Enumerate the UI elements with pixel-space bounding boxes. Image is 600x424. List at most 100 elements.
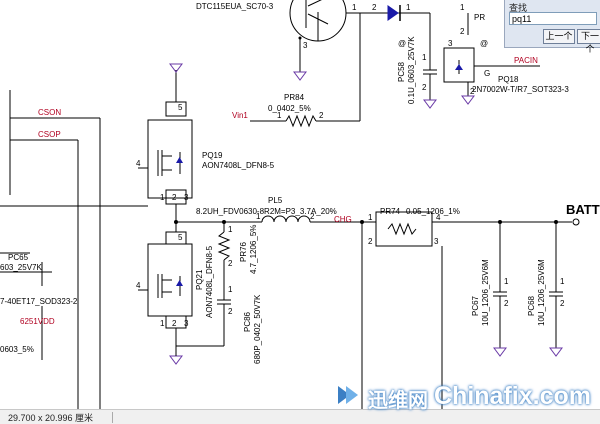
pl5-pin1: 1 <box>256 212 261 221</box>
pacin-net: PACIN <box>514 56 538 65</box>
pc67-value: 10U_1206_25V6M <box>481 259 490 326</box>
vdd-net: 6251VDD <box>20 317 55 326</box>
pq21-pin1: 1 <box>160 319 165 328</box>
pq19-pin2: 2 <box>172 193 177 202</box>
ground-symbol <box>293 71 307 81</box>
ground-symbol <box>549 347 563 357</box>
pq18-ref: PQ18 <box>498 75 519 84</box>
pr84-resistor <box>285 114 317 128</box>
pc68-ref: PC68 <box>527 295 536 316</box>
pq19-ref: PQ19 <box>202 151 223 160</box>
find-input[interactable] <box>509 12 597 25</box>
pq21-pin4: 4 <box>136 281 141 290</box>
watermark-cn: 迅维网 <box>368 390 428 412</box>
status-divider <box>112 412 113 423</box>
pr76-value: 4.7_1206_5% <box>249 225 258 274</box>
pl5-value: 8.2UH_FDV0630-8R2M=P3_3.7A_20% <box>196 207 337 216</box>
q-top-pin3: 3 <box>303 41 308 50</box>
pc86-pin1: 1 <box>228 285 233 294</box>
ground-symbol <box>169 63 183 73</box>
pc65-value: 603_25V7K <box>0 263 42 272</box>
find-dialog: 查找 上一个 下一个 <box>504 0 600 54</box>
pr74-pin1: 1 <box>368 213 373 222</box>
pc65-ref: PC65 <box>8 253 29 262</box>
pr74-pin3: 3 <box>434 237 439 246</box>
page-dimensions: 29.700 x 20.996 厘米 <box>8 413 94 423</box>
find-dialog-title: 查找 <box>509 3 528 13</box>
pr74-pin4: 4 <box>436 213 441 222</box>
pc58-pin1: 1 <box>422 53 427 62</box>
pr84-pin2: 2 <box>319 111 324 120</box>
pq21-pin3: 3 <box>184 319 189 328</box>
pq18-g: G <box>484 69 490 78</box>
q-top-name: DTC115EUA_SC70-3 <box>196 2 274 11</box>
pr74-sense-resistor <box>375 211 433 247</box>
find-next-button[interactable]: 下一个 <box>577 29 600 54</box>
watermark: 迅维网 Chinafix.com <box>330 380 600 418</box>
pl5-inductor <box>261 215 311 223</box>
pq19-pin4: 4 <box>136 159 141 168</box>
pq21-ref: PQ21 <box>195 269 204 290</box>
pr84-value: 0_0402_5% <box>268 104 311 113</box>
diode-pin1: 1 <box>406 3 411 12</box>
chinafix-logo-icon <box>338 386 358 404</box>
pc68-pin2: 2 <box>560 299 565 308</box>
status-bar: 29.700 x 20.996 厘米 <box>0 409 600 424</box>
batt-terminal <box>572 218 580 226</box>
pq19-pin1: 1 <box>160 193 165 202</box>
pl5-pin2: 2 <box>310 212 315 221</box>
cson-net: CSON <box>38 108 61 117</box>
res-left-value: 0603_5% <box>0 345 34 354</box>
pc67-ref: PC67 <box>471 295 480 316</box>
pr74-ref: PR74 <box>380 207 401 216</box>
pq19-mosfet <box>147 119 193 199</box>
pr-ref: PR <box>474 13 485 22</box>
pc58-ref: PC58 <box>397 61 406 82</box>
diode-left-value: 7-40ET17_SOD323-2 <box>0 297 78 306</box>
pq18-pin2: 2 <box>470 87 475 96</box>
pc68-pin1: 1 <box>560 277 565 286</box>
ground-symbol <box>461 95 475 105</box>
pc68-value: 10U_1206_25V6M <box>537 259 546 326</box>
pc58-value: 0.1U_0603_25V7K <box>407 36 416 104</box>
pq21-pin2: 2 <box>172 319 177 328</box>
svg-text:@: @ <box>398 39 406 48</box>
pr76-pin2: 2 <box>228 259 233 268</box>
watermark-en: Chinafix.com <box>434 382 591 410</box>
pq19-value: AON7408L_DFN8-5 <box>202 161 275 170</box>
pc86-pin2: 2 <box>228 307 233 316</box>
pr84-pin1: 1 <box>277 111 282 120</box>
ground-symbol <box>423 99 437 109</box>
pc67-pin2: 2 <box>504 299 509 308</box>
pq21-value: AON7408L_DFN8-5 <box>205 245 214 318</box>
pq21-pin5: 5 <box>178 233 183 242</box>
chg-net: CHG <box>334 215 352 224</box>
find-prev-button[interactable]: 上一个 <box>543 29 575 44</box>
batt-net: BATT <box>566 202 600 217</box>
pr-pin1: 1 <box>460 3 465 12</box>
pq19-pin5: 5 <box>178 103 183 112</box>
pc58-pin2: 2 <box>422 83 427 92</box>
pc86-value: 680P_0402_50V7K <box>253 294 262 364</box>
pr74-pin2: 2 <box>368 237 373 246</box>
q-top-pin1: 1 <box>352 3 357 12</box>
pr-pin2: 2 <box>460 27 465 36</box>
pr74-value: 0.05_1206_1% <box>406 207 460 216</box>
pl5-ref: PL5 <box>268 196 283 205</box>
pq18-value: 2N7002W-T/R7_SOT323-3 <box>472 85 569 94</box>
csop-net: CSOP <box>38 130 61 139</box>
pq19-pin3: 3 <box>184 193 189 202</box>
pr76-resistor <box>217 231 231 261</box>
pq18-pin3: 3 <box>448 39 453 48</box>
pr84-ref: PR84 <box>284 93 305 102</box>
diode-pin2: 2 <box>372 3 377 12</box>
ground-symbol <box>493 347 507 357</box>
diode-top <box>387 5 399 21</box>
pq18-mosfet <box>443 47 475 83</box>
pc67-pin1: 1 <box>504 277 509 286</box>
svg-text:@: @ <box>480 39 488 48</box>
pr76-pin1: 1 <box>228 225 233 234</box>
vin1-net: Vin1 <box>232 111 248 120</box>
pr76-ref: PR76 <box>239 241 248 262</box>
